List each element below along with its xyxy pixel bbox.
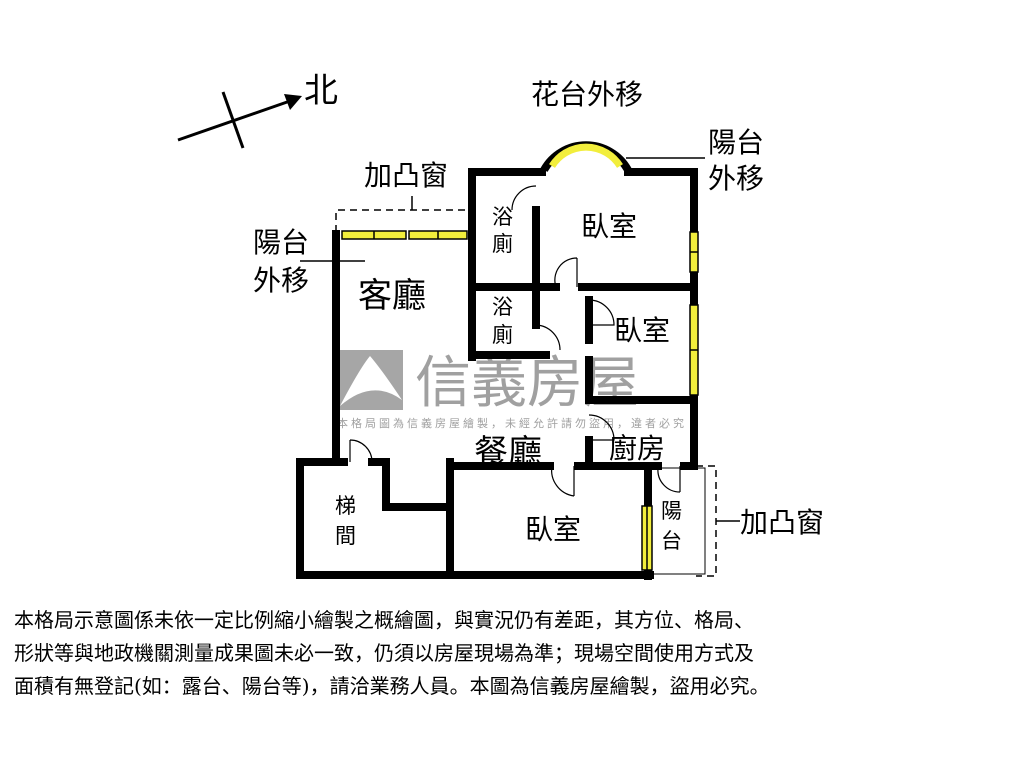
label-balcony-moved-right-1: 陽台 xyxy=(708,126,764,159)
room-balcony-b: 台 xyxy=(661,529,682,553)
doors xyxy=(349,185,681,497)
label-bay-window-top: 加凸窗 xyxy=(364,159,448,192)
room-bath2-a: 浴 xyxy=(492,295,513,319)
disclaimer-line: 本格局示意圖係未依一定比例縮小繪製之概繪圖，與實況仍有差距，其方位、格局、 xyxy=(14,608,754,632)
watermark: 信義房屋 本格局圖為信義房屋繪製，未經允許請勿盜用，違者必究 xyxy=(337,350,687,430)
watermark-notice: 本格局圖為信義房屋繪製，未經允許請勿盜用，違者必究 xyxy=(337,416,687,430)
north-label: 北 xyxy=(304,71,338,111)
room-stairs-a: 梯 xyxy=(335,494,356,518)
label-planter-moved: 花台外移 xyxy=(531,78,643,111)
room-stairs-b: 間 xyxy=(335,524,356,548)
compass: 北 xyxy=(177,71,338,149)
label-balcony-moved-left-1: 陽台 xyxy=(253,226,309,259)
disclaimer: 本格局示意圖係未依一定比例縮小繪製之概繪圖，與實況仍有差距，其方位、格局、 形狀… xyxy=(14,604,1014,703)
label-bay-window-right: 加凸窗 xyxy=(740,506,824,539)
disclaimer-line: 形狀等與地政機關測量成果圖未必一致，仍須以房屋現場為準；現場空間使用方式及 xyxy=(14,641,754,665)
label-balcony-moved-left-2: 外移 xyxy=(253,264,309,297)
room-bath2-b: 廁 xyxy=(492,323,513,347)
room-bath1-a: 浴 xyxy=(492,205,513,229)
room-bedroom-bottom: 臥室 xyxy=(525,513,581,546)
room-kitchen: 廚房 xyxy=(609,432,665,465)
windows xyxy=(341,230,699,571)
label-balcony-moved-right-2: 外移 xyxy=(708,162,764,195)
room-bedroom-top: 臥室 xyxy=(581,210,637,243)
disclaimer-line: 面積有無登記(如：露台、陽台等)，請洽業務人員。本圖為信義房屋繪製，盜用必究。 xyxy=(14,674,770,698)
watermark-brand: 信義房屋 xyxy=(415,351,639,416)
room-bath1-b: 廁 xyxy=(492,232,513,256)
room-living: 客廳 xyxy=(358,276,426,316)
room-balcony-a: 陽 xyxy=(661,499,682,523)
room-dining: 餐廳 xyxy=(474,433,542,473)
room-bedroom-mid: 臥室 xyxy=(614,314,670,347)
